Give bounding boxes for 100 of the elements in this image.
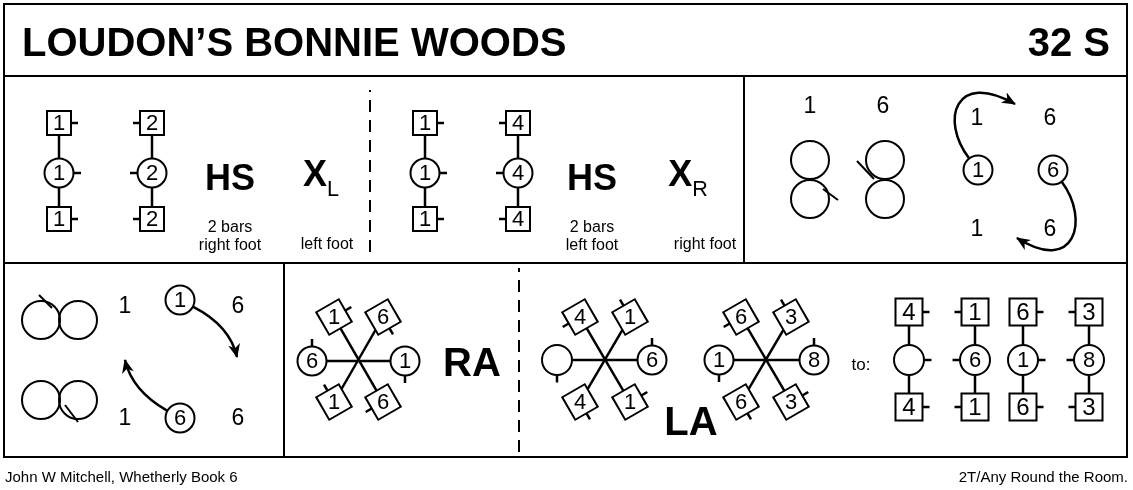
connector-line — [1087, 325, 1091, 345]
dancer-circle — [494, 156, 535, 190]
dancer-number: 3 — [1082, 395, 1096, 419]
dancer-number: 1 — [971, 159, 985, 181]
connector-line — [327, 359, 390, 363]
dancer-square — [411, 109, 446, 137]
dancer-square — [1008, 392, 1045, 422]
dancer-number: 1 — [418, 162, 432, 184]
dancer-circle — [1065, 343, 1106, 377]
connector-line — [423, 188, 427, 207]
dancer-square — [894, 392, 931, 422]
dancer-circle — [702, 343, 736, 384]
position-number: 6 — [876, 93, 890, 117]
position-number: 1 — [803, 93, 817, 117]
dancer-circle — [635, 336, 669, 377]
dancer-number: 3 — [784, 306, 798, 328]
curved-arrow — [122, 359, 168, 412]
dancer-square — [1008, 297, 1045, 327]
dancer-circle — [540, 343, 574, 384]
connector-line — [973, 325, 977, 345]
dancer-circle — [1006, 343, 1047, 377]
dancer-circle — [163, 283, 197, 317]
dancer-number: 3 — [784, 391, 798, 413]
curved-arrow — [1016, 181, 1077, 252]
dancer-circle — [408, 156, 449, 190]
position-number: 1 — [970, 216, 984, 240]
connector-line — [734, 358, 799, 362]
curved-arrow — [953, 91, 1016, 159]
dancer-number: 4 — [902, 300, 916, 324]
dancer-number: 1 — [968, 395, 982, 419]
dancer-circle — [295, 337, 329, 378]
dancer-number: 6 — [376, 391, 390, 413]
dancer-square — [45, 205, 80, 233]
position-number: 6 — [231, 293, 245, 317]
connector-line — [516, 135, 520, 158]
figure-code: HS — [567, 160, 617, 196]
curved-arrow — [192, 305, 240, 358]
figure-code: X$_{R}$ — [668, 156, 708, 200]
dancer-square — [131, 109, 166, 137]
dancer-number: 8 — [807, 349, 821, 371]
dancer-number: 1 — [327, 306, 341, 328]
position-number: 1 — [118, 405, 132, 429]
figure-code: LA — [664, 401, 718, 441]
dancer-number: 4 — [902, 395, 916, 419]
connector-line — [150, 135, 154, 158]
dancer-circle — [163, 401, 197, 435]
dancer-number: 1 — [712, 349, 726, 371]
dancer-number: 1 — [52, 112, 66, 134]
dance-title: LOUDON’S BONNIE WOODS — [22, 22, 567, 62]
dancer-circle — [1036, 153, 1070, 187]
position-number: 1 — [118, 293, 132, 317]
transition-label: to: — [851, 355, 871, 373]
dancer-number: 1 — [398, 350, 412, 372]
dancer-number: 2 — [145, 208, 159, 230]
connector-line — [423, 135, 427, 158]
dancer-number: 6 — [645, 349, 659, 371]
dancer-circle — [388, 344, 422, 385]
position-number: 6 — [231, 405, 245, 429]
dancer-square — [1067, 392, 1104, 422]
dancer-number: 1 — [418, 112, 432, 134]
connector-line — [907, 325, 911, 345]
dancer-number: 2 — [145, 162, 159, 184]
dancer-circle — [797, 336, 831, 377]
dancer-square — [45, 109, 80, 137]
dancer-number: 4 — [511, 208, 525, 230]
connector-line — [1021, 325, 1025, 345]
connector-line — [572, 358, 637, 362]
dancer-number: 6 — [734, 391, 748, 413]
dancer-square — [894, 297, 931, 327]
dancer-number: 8 — [1082, 349, 1096, 371]
figure-code: RA — [443, 342, 501, 382]
dancer-square — [497, 109, 532, 137]
step-note: left foot — [300, 236, 354, 252]
dancer-number: 6 — [734, 306, 748, 328]
dancer-square — [411, 205, 446, 233]
dancer-number: 4 — [573, 306, 587, 328]
dance-length: 32 S — [1027, 22, 1110, 62]
dancer-number: 4 — [511, 162, 525, 184]
dancer-circle — [961, 153, 995, 187]
dancer-square — [953, 392, 990, 422]
step-note: 2 bars right foot — [197, 218, 263, 254]
dancer-number: 2 — [145, 112, 159, 134]
step-note: right foot — [673, 236, 737, 252]
dancer-circle — [128, 156, 169, 190]
dancer-number: 4 — [573, 391, 587, 413]
figure-code: HS — [205, 160, 255, 196]
dancer-circle — [951, 343, 992, 377]
connector-line — [57, 135, 61, 158]
connector-line — [57, 188, 61, 207]
connector-line — [516, 188, 520, 207]
formation-note: 2T/Any Round the Room. — [958, 468, 1128, 484]
dancer-number: 6 — [173, 407, 187, 429]
dancer-number: 1 — [52, 162, 66, 184]
dancer-number: 6 — [968, 349, 982, 371]
dancer-circle — [892, 343, 933, 377]
position-number: 6 — [1043, 105, 1057, 129]
dancer-number: 6 — [1046, 159, 1060, 181]
position-number: 1 — [970, 105, 984, 129]
dancer-number: 1 — [623, 306, 637, 328]
dancer-number: 3 — [1082, 300, 1096, 324]
